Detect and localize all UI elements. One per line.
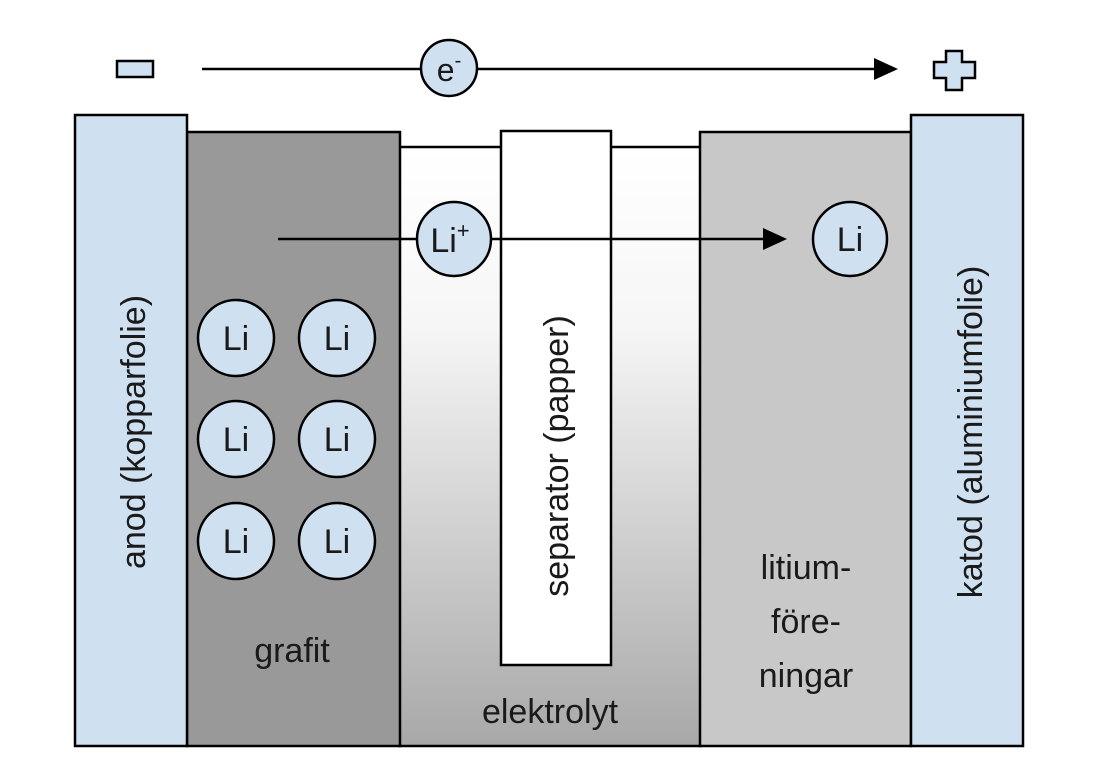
plus-sign-icon	[932, 49, 977, 92]
lithium-atom-label: Li	[223, 421, 249, 459]
lithium-atom-label: Li	[223, 320, 249, 358]
lithium-ion-particle: Li+	[415, 200, 493, 278]
cathode-label: katod (aluminiumfolie)	[952, 266, 990, 599]
anode-foil	[73, 113, 189, 748]
lithium-atom-label: Li	[223, 523, 249, 561]
lithium-atom: Li	[297, 501, 377, 581]
electron-particle: e-	[419, 38, 479, 98]
ion-charge: +	[457, 218, 470, 243]
lithium-atom: Li	[196, 399, 276, 479]
lithium-compounds-label-line-3: ningar	[759, 657, 854, 695]
electron-arrowhead-icon	[874, 58, 898, 80]
minus-sign-icon	[115, 59, 155, 79]
lithium-atom: Li	[196, 501, 276, 581]
ion-arrowhead-icon	[763, 228, 787, 250]
lithium-atom-label: Li	[837, 221, 863, 259]
ion-label: Li	[430, 222, 456, 260]
cathode-lithium-atom: Li	[811, 200, 889, 278]
lithium-atom: Li	[297, 399, 377, 479]
electrolyte-label: elektrolyt	[482, 693, 619, 731]
lithium-atom: Li	[196, 298, 276, 378]
graphite-label: grafit	[254, 632, 330, 670]
cathode-foil	[909, 113, 1025, 748]
lithium-atom: Li	[811, 200, 889, 278]
lithium-atom-label: Li	[324, 523, 350, 561]
separator	[499, 129, 613, 667]
lithium-atom-label: Li	[324, 421, 350, 459]
lithium-atom: Li	[297, 298, 377, 378]
electron-charge: -	[455, 50, 462, 72]
anode-label: anod (kopparfolie)	[115, 295, 153, 569]
electron-label: e	[437, 52, 455, 88]
lithium-atom-label: Li	[324, 320, 350, 358]
svg-text:e-: e-	[437, 50, 461, 88]
lithium-compounds-label-line-1: litium-	[761, 549, 852, 587]
svg-text:Li+: Li+	[430, 218, 469, 260]
lithium-compounds-label-line-2: före-	[771, 603, 841, 641]
separator-label: separator (papper)	[538, 315, 576, 597]
